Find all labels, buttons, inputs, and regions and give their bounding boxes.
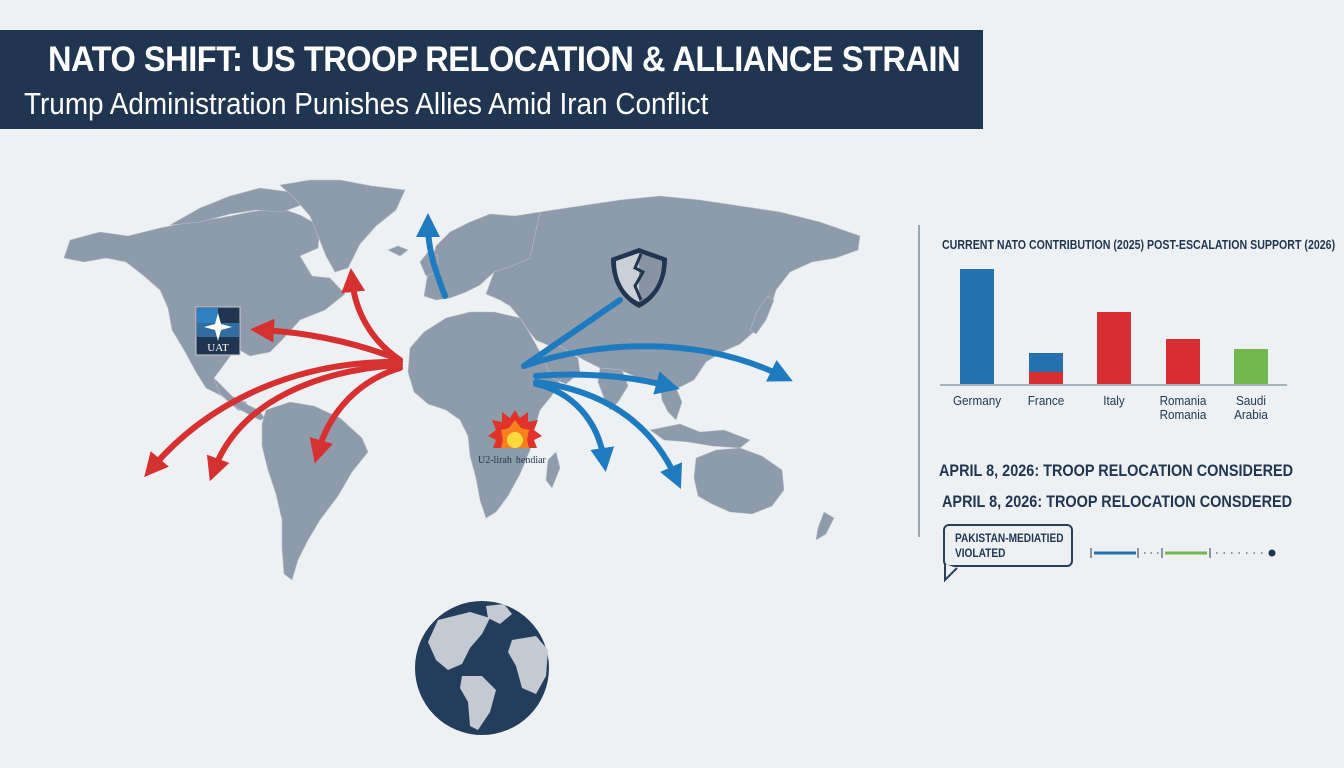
- nato-compass-star-icon: [204, 313, 232, 341]
- japan-islands: [749, 295, 775, 335]
- xlabel-italy: Italy: [1103, 393, 1125, 408]
- panel-divider: [918, 225, 920, 537]
- blue-arrow-to-indian-ocean: [533, 381, 615, 472]
- globe-americas-icon: [415, 601, 549, 735]
- blue-arrow-to-pacific: [521, 343, 793, 382]
- bar-france-red: [1029, 372, 1063, 384]
- asia-landmass: [485, 195, 861, 389]
- new-zealand: [815, 511, 835, 541]
- legend-current-contribution: CURRENT NATO CONTRIBUTION (2025): [942, 238, 1145, 252]
- blue-arrow-to-australia: [533, 379, 683, 489]
- callout-tail: [944, 564, 958, 583]
- bar-italy: [1097, 312, 1131, 384]
- bar-saudi-arabia: [1234, 349, 1268, 384]
- page-subtitle: Trump Administration Punishes Allies Ami…: [24, 86, 709, 121]
- timeline: [1090, 548, 1276, 558]
- nato-badge: UAT: [195, 306, 241, 356]
- southeast-asia: [659, 383, 683, 421]
- continents: [63, 179, 861, 581]
- blue-arrow-to-north-sea: [416, 213, 448, 299]
- red-arrow-to-north-america: [250, 318, 403, 363]
- australia-landmass: [693, 447, 785, 515]
- blue-arrow-to-shield: [521, 297, 623, 369]
- greenland-landmass: [279, 179, 406, 273]
- event-line-1: APRIL 8, 2026: TROOP RELOCATION CONSIDER…: [939, 461, 1294, 480]
- red-relocation-arrows: [144, 268, 403, 482]
- south-america-landmass: [261, 401, 369, 581]
- timeline-end-marker: [1268, 549, 1276, 557]
- blue-relocation-arrows: [416, 213, 793, 489]
- bar-romania: [1166, 339, 1200, 384]
- blue-arrow-to-southeast-asia: [533, 371, 680, 395]
- xlabel-germany: Germany: [952, 393, 1002, 408]
- red-arrow-to-central-pacific: [206, 362, 403, 482]
- africa-landmass: [407, 311, 561, 519]
- legend-post-escalation: POST-ESCALATION SUPPORT (2026): [1147, 238, 1336, 252]
- iceland: [387, 245, 409, 257]
- indonesia-islands: [649, 423, 751, 449]
- xlabel-france: France: [1027, 393, 1065, 408]
- bar-france-blue: [1029, 353, 1063, 372]
- madagascar: [545, 451, 561, 489]
- explosion-icon: [488, 410, 542, 448]
- page-title: NATO SHIFT: US TROOP RELOCATION & ALLIAN…: [48, 40, 961, 79]
- header-banner: NATO SHIFT: US TROOP RELOCATION & ALLIAN…: [0, 30, 983, 129]
- chart-baseline: [940, 384, 1287, 386]
- cracked-shield-icon: [611, 248, 667, 308]
- nato-badge-label: UAT: [207, 342, 229, 354]
- red-arrow-to-pacific: [144, 358, 403, 478]
- red-arrow-to-brazil: [309, 365, 403, 464]
- bar-germany: [960, 269, 994, 384]
- event-line-2: APRIL 8, 2026: TROOP RELOCATION CONSDERE…: [942, 492, 1293, 511]
